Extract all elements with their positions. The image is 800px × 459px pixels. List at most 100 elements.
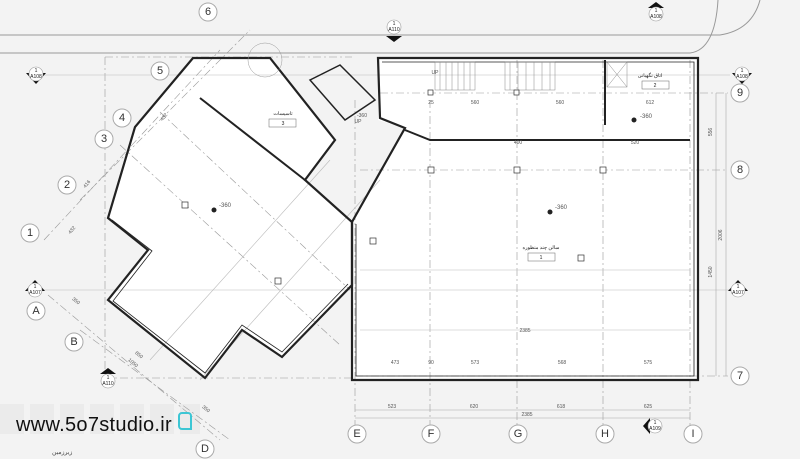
svg-text:1: 1: [540, 255, 543, 261]
svg-text:A109: A109: [649, 426, 661, 432]
columns: [181, 89, 607, 285]
svg-text:1: 1: [27, 227, 33, 239]
right-building-floor: [352, 58, 698, 380]
room-3-label: تاسیسات 3: [268, 111, 297, 128]
svg-text:A108: A108: [650, 14, 662, 20]
svg-text:D: D: [201, 443, 209, 455]
street-edge: [0, 0, 761, 36]
svg-text:E: E: [353, 428, 360, 440]
svg-text:-360: -360: [640, 114, 653, 120]
watermark-text: www.5o7studio.ir: [16, 414, 172, 436]
dim-text: 620: [470, 404, 479, 410]
dim-total: 2006: [718, 229, 724, 240]
inner-dimensions: 560 560 612 400 520 2385 473 573 568 575…: [391, 100, 655, 366]
bottom-dimensions: 523 620 618 625 2385: [388, 404, 653, 418]
left-dimensions: 432 416 432 350 850 1050 350: [67, 112, 211, 414]
svg-text:A: A: [32, 305, 40, 317]
dimension-lines: [355, 93, 727, 419]
room-2-label: اتاق نگهبانی 2: [638, 72, 670, 90]
svg-text:2: 2: [64, 179, 70, 191]
svg-text:90: 90: [428, 360, 434, 366]
svg-text:3: 3: [282, 121, 285, 127]
svg-text:2: 2: [654, 83, 657, 89]
svg-text:25: 25: [428, 100, 434, 106]
dim-text: 1450: [708, 266, 714, 277]
inner-wall: [111, 219, 349, 374]
room-1-label: سالن چند منظوره 1: [523, 245, 560, 262]
svg-text:350: 350: [201, 404, 211, 414]
left-building-walls: [106, 56, 354, 380]
svg-text:F: F: [428, 428, 435, 440]
stair-up-label: UP: [432, 70, 440, 76]
svg-text:A110: A110: [102, 381, 114, 387]
svg-text:416: 416: [82, 179, 92, 189]
svg-text:1: 1: [107, 375, 110, 381]
svg-text:1050: 1050: [126, 357, 139, 369]
svg-text:8: 8: [737, 164, 743, 176]
svg-text:568: 568: [558, 360, 567, 366]
svg-text:تاسیسات: تاسیسات: [273, 111, 293, 117]
svg-text:A108: A108: [30, 74, 42, 80]
svg-text:اتاق نگهبانی: اتاق نگهبانی: [638, 72, 663, 79]
level-markers: -360 -360 -360 -360: [211, 113, 653, 215]
svg-text:560: 560: [556, 100, 565, 106]
level-icon: [631, 117, 637, 123]
plan-title: زیرزمین: [52, 450, 73, 456]
dim-total: 2385: [521, 412, 532, 418]
dim-text: 556: [708, 128, 714, 137]
svg-text:432: 432: [159, 112, 169, 122]
right-building-walls: [350, 56, 700, 382]
svg-text:5: 5: [157, 65, 163, 77]
svg-text:850: 850: [134, 350, 144, 360]
dim-text: 523: [388, 404, 397, 410]
corridor-wall: [404, 129, 690, 141]
svg-text:I: I: [691, 428, 694, 440]
svg-text:سالن چند منظوره: سالن چند منظوره: [523, 245, 560, 251]
svg-text:560: 560: [471, 100, 480, 106]
svg-text:1: 1: [35, 68, 38, 74]
svg-text:575: 575: [644, 360, 653, 366]
svg-text:H: H: [601, 428, 609, 440]
svg-text:9: 9: [737, 87, 743, 99]
svg-text:1: 1: [741, 68, 744, 74]
svg-text:A110: A110: [388, 27, 400, 33]
svg-text:612: 612: [646, 100, 655, 106]
grid-lines: [30, 29, 730, 441]
svg-text:-360: -360: [357, 113, 367, 119]
svg-text:B: B: [70, 336, 77, 348]
stairs: [247, 42, 628, 121]
svg-text:473: 473: [391, 360, 400, 366]
svg-text:400: 400: [514, 140, 523, 146]
svg-text:1: 1: [34, 284, 37, 290]
svg-text:1: 1: [654, 420, 657, 426]
stair-up-label: UP: [355, 119, 363, 125]
studio-logo-icon: [178, 412, 192, 430]
inner-wall: [199, 97, 306, 181]
watermark-background: [0, 404, 200, 434]
svg-text:1: 1: [737, 284, 740, 290]
svg-text:3: 3: [101, 133, 107, 145]
svg-text:4: 4: [119, 112, 125, 124]
svg-text:2385: 2385: [519, 328, 530, 334]
svg-text:-360: -360: [555, 205, 568, 211]
right-dimensions: 556 1450 2006: [708, 128, 724, 278]
dim-text: 625: [644, 404, 653, 410]
svg-text:6: 6: [205, 6, 211, 18]
svg-text:350: 350: [71, 296, 81, 306]
svg-text:573: 573: [471, 360, 480, 366]
svg-text:A107: A107: [732, 290, 744, 296]
svg-text:7: 7: [737, 370, 743, 382]
svg-text:A107: A107: [29, 290, 41, 296]
street-edge: [0, 0, 719, 54]
left-building-floor: [108, 58, 352, 378]
svg-text:520: 520: [631, 140, 640, 146]
